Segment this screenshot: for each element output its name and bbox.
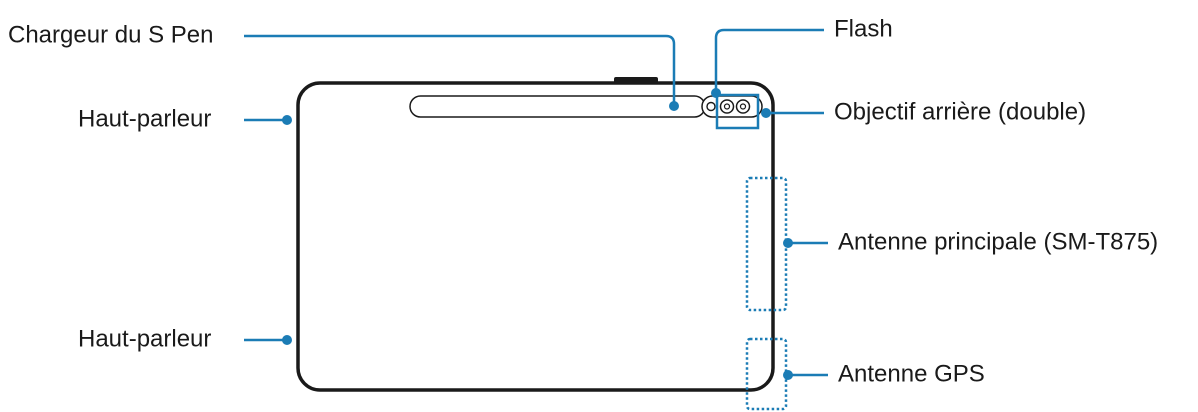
tablet-back-outline (296, 81, 775, 392)
speaker-bottom-label: Haut-parleur (78, 325, 211, 352)
spen-charger-slot (409, 95, 706, 118)
rear-camera-marker (761, 108, 771, 118)
main-antenna-region (745, 176, 788, 312)
gps-antenna-label: Antenne GPS (838, 360, 985, 387)
spen-charger-marker (669, 101, 679, 111)
gps-antenna-marker (783, 370, 793, 380)
spen-charger-leader (244, 34, 676, 106)
camera-lens-2-icon (735, 99, 751, 114)
spen-charger-label: Chargeur du S Pen (8, 21, 213, 48)
speaker-top-label: Haut-parleur (78, 105, 211, 132)
speaker-bottom-marker (282, 335, 292, 345)
flash-marker (711, 88, 721, 98)
gps-antenna-region (745, 337, 788, 411)
camera-lens-2-inner-icon (739, 103, 747, 110)
rear-camera-highlight (715, 93, 760, 130)
flash-label: Flash (834, 15, 893, 42)
flash-leader (714, 28, 824, 93)
main-antenna-label: Antenne principale (SM-T875) (838, 228, 1158, 255)
main-antenna-marker (783, 238, 793, 248)
flash-icon (706, 101, 716, 112)
speaker-top-marker (282, 115, 292, 125)
rear-camera-label: Objectif arrière (double) (834, 98, 1086, 125)
top-button (614, 77, 658, 84)
camera-module (701, 95, 763, 118)
camera-lens-1-icon (719, 99, 735, 114)
camera-lens-1-inner-icon (723, 103, 731, 110)
